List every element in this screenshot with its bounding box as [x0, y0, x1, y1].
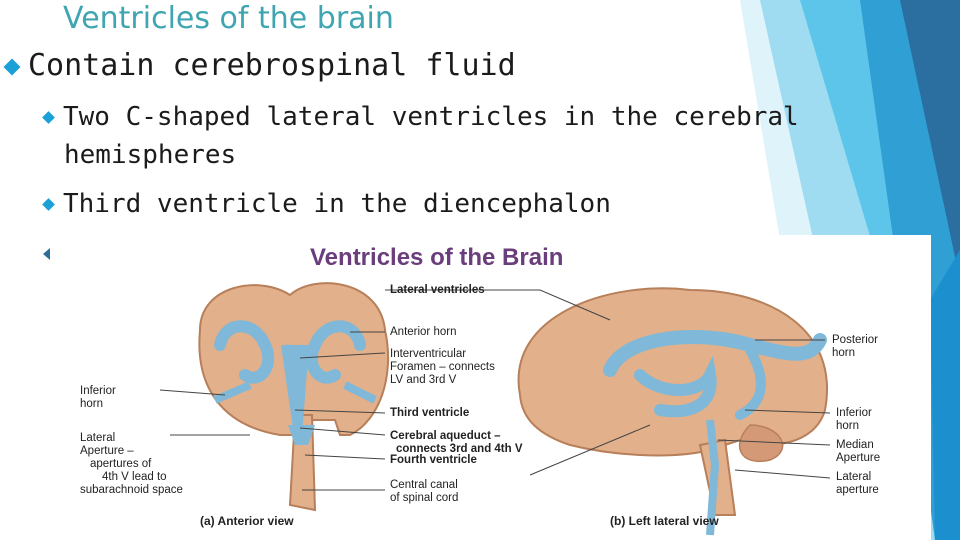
label-interventricular-2: Foramen – connects: [390, 361, 495, 373]
bullet-lateral-ventricles-cont: hemispheres: [64, 140, 237, 170]
label-inferior-horn-left-2: horn: [80, 398, 103, 410]
diamond-bullet-icon: [42, 198, 55, 211]
slide-title: Ventricles of the brain: [63, 1, 394, 36]
bullet-lateral-ventricles: Two C-shaped lateral ventricles in the c…: [42, 99, 799, 135]
leader-lines: [159, 289, 831, 491]
caption-left-lateral-view: (b) Left lateral view: [610, 514, 719, 528]
label-anterior-horn: Anterior horn: [390, 326, 456, 338]
arrow-bullet-icon: [43, 248, 50, 260]
diamond-bullet-icon: [3, 58, 21, 75]
label-fourth-ventricle: Fourth ventricle: [390, 454, 477, 466]
bullet-text: Third ventricle in the diencephalon: [63, 189, 611, 219]
label-central-canal-2: of spinal cord: [390, 492, 458, 504]
label-lateral-aperture-right-2: aperture: [836, 484, 879, 496]
label-lateral-aperture-left-4: 4th V lead to: [102, 471, 167, 483]
brain-ventricles-figure: Ventricles of the Brain: [50, 235, 931, 540]
label-inferior-horn-right-1: Inferior: [836, 407, 872, 419]
label-lateral-aperture-left-2: Aperture –: [80, 445, 134, 457]
label-lateral-aperture-right-1: Lateral: [836, 471, 871, 483]
label-inferior-horn-left-1: Inferior: [80, 385, 116, 397]
label-median-aperture-2: Aperture: [836, 452, 880, 464]
diamond-bullet-icon: [42, 111, 55, 124]
label-lateral-aperture-left-1: Lateral: [80, 432, 115, 444]
label-cerebral-aqueduct-1: Cerebral aqueduct –: [390, 430, 501, 442]
label-lateral-aperture-left-3: apertures of: [90, 458, 152, 470]
label-inferior-horn-right-2: horn: [836, 420, 859, 432]
lateral-brain-illustration: [517, 287, 828, 536]
caption-anterior-view: (a) Anterior view: [200, 514, 294, 528]
bullet-third-ventricle: Third ventricle in the diencephalon: [42, 186, 611, 222]
label-posterior-horn-1: Posterior: [832, 334, 878, 346]
label-lateral-ventricles: Lateral ventricles: [390, 284, 485, 296]
figure-svg: Ventricles of the Brain: [80, 244, 880, 536]
label-central-canal-1: Central canal: [390, 479, 458, 491]
label-posterior-horn-2: horn: [832, 347, 855, 359]
bullet-csf: Contain cerebrospinal fluid: [3, 46, 516, 86]
bullet-text: Two C-shaped lateral ventricles in the c…: [63, 102, 799, 132]
label-interventricular-3: LV and 3rd V: [390, 374, 457, 386]
label-cerebral-aqueduct-2: connects 3rd and 4th V: [396, 443, 523, 455]
label-third-ventricle: Third ventricle: [390, 407, 469, 419]
bullet-text: Contain cerebrospinal fluid: [28, 48, 516, 83]
label-lateral-aperture-left-5: subarachnoid space: [80, 484, 183, 496]
label-median-aperture-1: Median: [836, 439, 874, 451]
label-interventricular-1: Interventricular: [390, 348, 466, 360]
anterior-brain-illustration: [198, 282, 389, 512]
figure-title: Ventricles of the Brain: [310, 244, 563, 271]
